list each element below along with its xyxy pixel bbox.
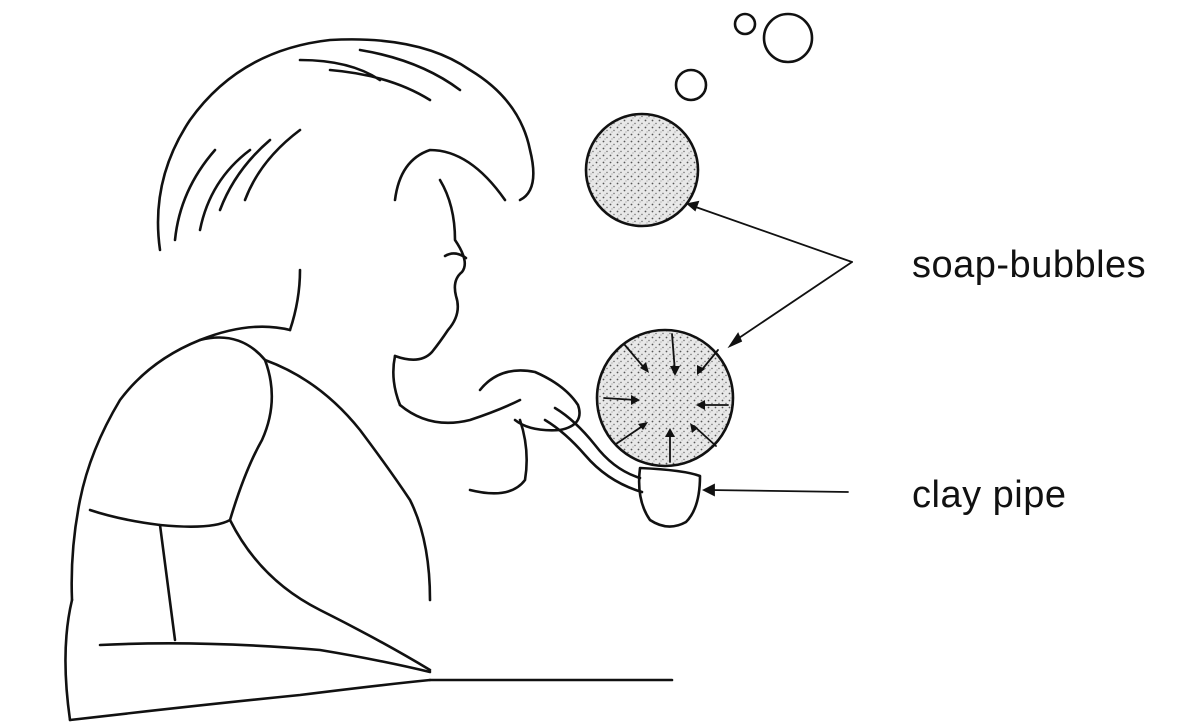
bubbles-leader-lines [688, 202, 852, 346]
soap-bubbles-label: soap-bubbles [912, 244, 1146, 287]
pipe-leader-line [704, 485, 848, 495]
soap-bubble-lower [597, 330, 733, 466]
clay-pipe-label: clay pipe [912, 474, 1066, 517]
person-figure [65, 39, 672, 720]
soap-bubble-upper [586, 114, 698, 226]
small-bubbles [676, 14, 812, 100]
